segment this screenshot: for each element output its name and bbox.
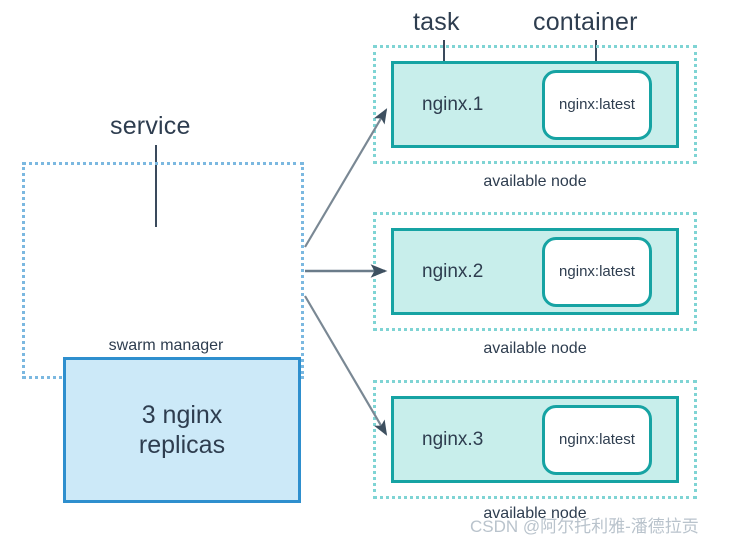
- container-label-1: nginx:latest: [559, 96, 635, 113]
- available-node-3: nginx.3 nginx:latest: [373, 380, 697, 499]
- task-label-2: nginx.2: [422, 260, 484, 282]
- available-node-caption-1: available node: [483, 173, 587, 190]
- container-box-1[interactable]: nginx:latest: [542, 69, 652, 140]
- leader-line-service: [155, 145, 157, 227]
- annotation-container: container: [533, 8, 638, 36]
- service-box[interactable]: 3 nginx replicas: [63, 357, 301, 503]
- available-node-2: nginx.2 nginx:latest: [373, 212, 697, 331]
- task-box-3[interactable]: nginx.3 nginx:latest: [391, 396, 679, 483]
- container-box-2[interactable]: nginx:latest: [542, 236, 652, 307]
- available-node-1: nginx.1 nginx:latest: [373, 45, 697, 164]
- annotation-task: task: [413, 8, 460, 36]
- container-label-2: nginx:latest: [559, 263, 635, 280]
- available-node-caption-2: available node: [483, 340, 587, 357]
- service-box-label: 3 nginx replicas: [138, 400, 226, 460]
- available-node-caption-3: available node: [483, 505, 587, 522]
- container-label-3: nginx:latest: [559, 431, 635, 448]
- swarm-manager-caption: swarm manager: [108, 337, 224, 354]
- task-label-3: nginx.3: [422, 428, 484, 450]
- swarm-manager-boundary: 3 nginx replicas swarm manager: [22, 162, 304, 503]
- task-box-2[interactable]: nginx.2 nginx:latest: [391, 228, 679, 315]
- task-box-1[interactable]: nginx.1 nginx:latest: [391, 61, 679, 148]
- container-box-3[interactable]: nginx:latest: [542, 404, 652, 475]
- csdn-watermark: CSDN @阿尔托利雅-潘德拉贡: [470, 517, 699, 536]
- annotation-service: service: [110, 112, 191, 140]
- task-label-1: nginx.1: [422, 93, 484, 115]
